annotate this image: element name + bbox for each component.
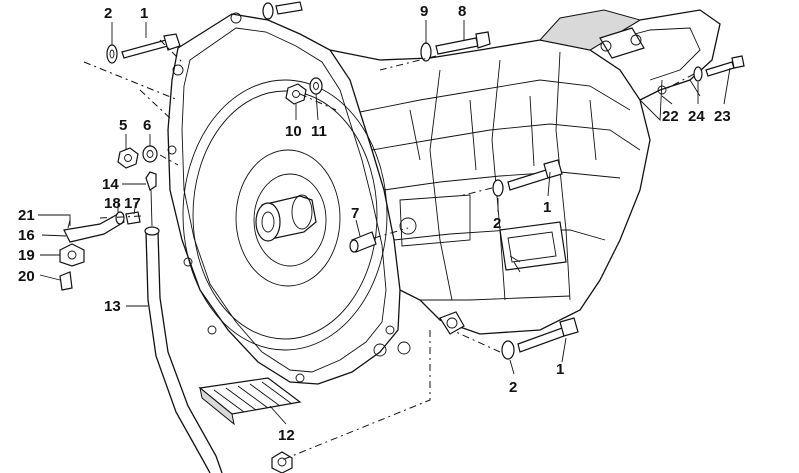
oil-filter-screen: [198, 377, 302, 426]
bolt-mid-right: [492, 159, 563, 197]
callout-2-top-left: 2: [104, 5, 112, 22]
dowel-7: [349, 231, 377, 253]
callout-8: 8: [458, 3, 466, 20]
callout-6: 6: [143, 117, 151, 134]
callout-2-mid: 2: [493, 215, 501, 232]
leader-lines: [38, 20, 731, 425]
callout-1-bottom: 1: [556, 361, 564, 378]
callout-18: 18: [104, 195, 121, 212]
nut-5: [117, 147, 139, 169]
center-lines: [83, 39, 695, 461]
callout-24: 24: [688, 108, 705, 125]
callout-5: 5: [119, 117, 127, 134]
bolt-top-center: [262, 1, 303, 20]
bolt-8: [420, 31, 491, 62]
callout-11: 11: [311, 123, 327, 140]
nut-bottom: [271, 451, 293, 473]
callout-2-bottom: 2: [509, 379, 517, 396]
callout-21: 21: [18, 207, 35, 224]
callout-14: 14: [102, 176, 119, 193]
washer-6: [142, 145, 158, 163]
bolt-bottom-right: [501, 317, 579, 360]
callout-labels: 1 2 9 8 5 6 10 11 14 18 17 21 16 19 20 1…: [18, 3, 731, 444]
callout-9: 9: [420, 3, 428, 20]
callout-1-mid: 1: [543, 199, 551, 216]
callout-22: 22: [662, 108, 679, 125]
callout-20: 20: [18, 268, 35, 285]
callout-10: 10: [285, 123, 302, 140]
callout-23: 23: [714, 108, 731, 125]
washer-11: [309, 77, 323, 95]
bell-housing: [167, 12, 401, 385]
callout-19: 19: [18, 247, 35, 264]
gearbox-case: [329, 9, 721, 357]
dipstick-tube: [144, 171, 223, 473]
nut-10: [285, 83, 307, 105]
bolt-top-left: [106, 33, 181, 64]
callout-16: 16: [18, 227, 35, 244]
callout-17: 17: [124, 195, 141, 212]
callout-12: 12: [278, 427, 295, 444]
bolt-23: [693, 55, 745, 82]
input-shaft: [255, 194, 317, 242]
callout-13: 13: [104, 298, 121, 315]
callout-1-top-left: 1: [140, 5, 148, 22]
callout-7: 7: [351, 205, 359, 222]
tube-bracket: [59, 211, 141, 291]
